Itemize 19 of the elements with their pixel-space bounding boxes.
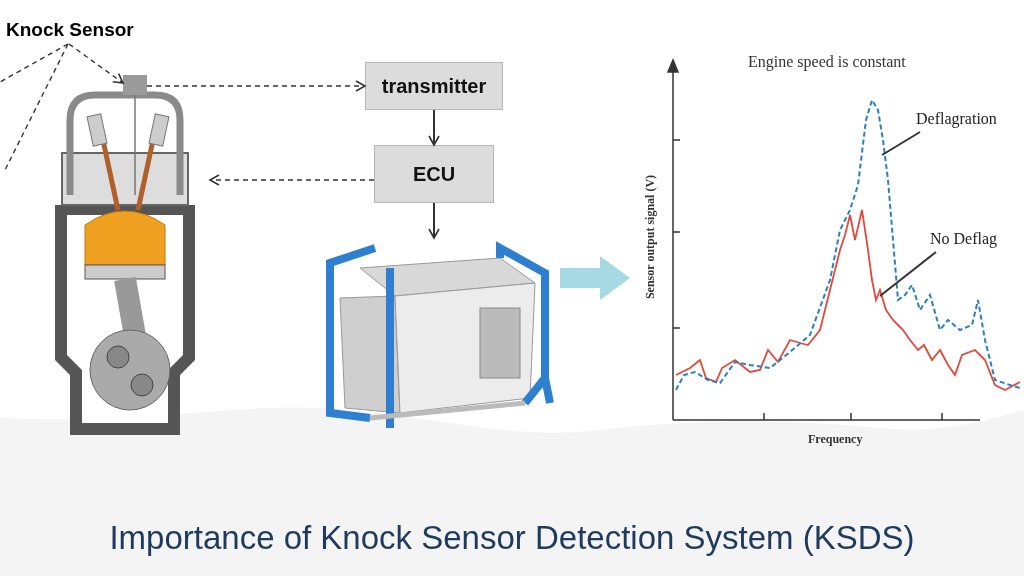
title: Importance of Knock Sensor Detection System (KSDS) <box>108 518 916 558</box>
chart-text: Engine speed is constant <box>748 52 906 73</box>
curve-label: Deflagration <box>916 106 1024 132</box>
block-arrow <box>560 256 630 300</box>
arrow <box>428 202 440 239</box>
leader-line <box>881 131 921 156</box>
curve-label: No Deflag <box>930 226 1024 252</box>
dashed-arrow <box>209 174 375 186</box>
dashed-arrow <box>146 80 366 92</box>
leader-line <box>879 251 937 297</box>
arrow <box>428 109 440 146</box>
process-box: transmitter <box>365 62 503 110</box>
sensor-block <box>123 75 147 95</box>
leader-line <box>0 43 69 83</box>
sensor-label: Knock Sensor <box>6 16 171 44</box>
chart-text: Frequency <box>808 431 863 448</box>
dashed-arrow <box>68 43 124 84</box>
process-box: ECU <box>374 145 494 203</box>
chart-text: Sensor output signal (V) <box>642 174 659 300</box>
